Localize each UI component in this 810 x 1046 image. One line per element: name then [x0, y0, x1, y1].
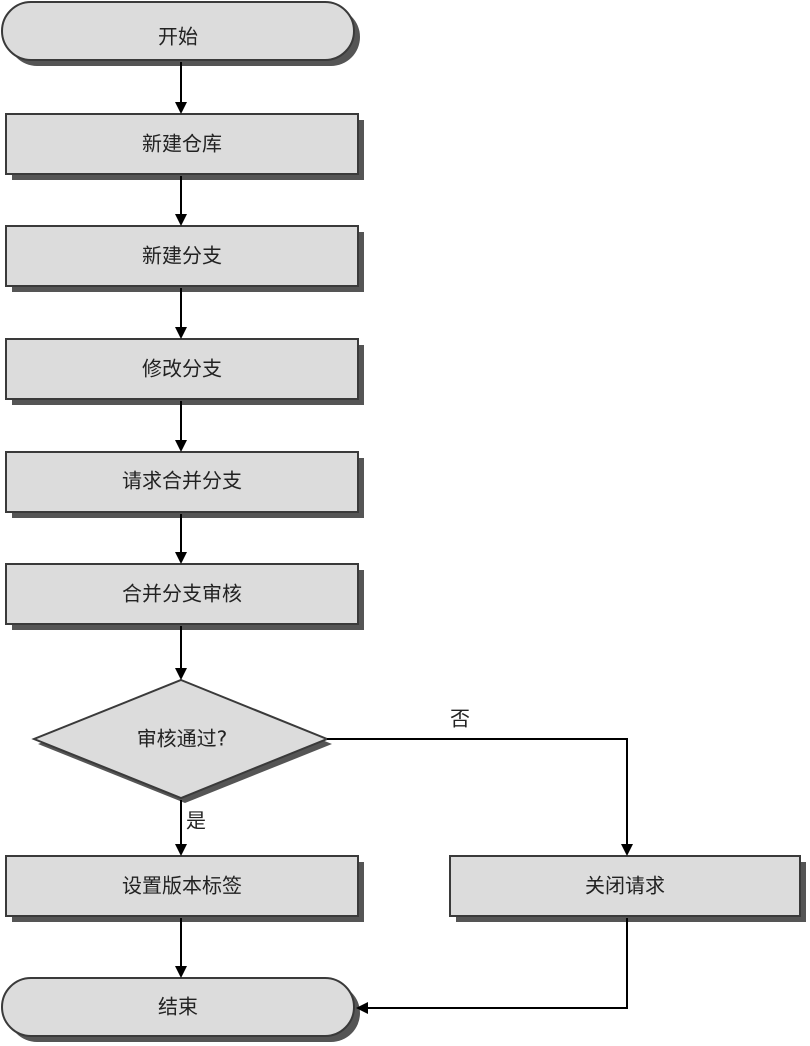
close-request-label: 关闭请求	[585, 874, 665, 898]
set-tag-label: 设置版本标签	[122, 874, 242, 898]
create-repo-label: 新建仓库	[142, 132, 222, 156]
end-label: 结束	[158, 995, 198, 1019]
process-create-branch: 新建分支	[5, 225, 364, 292]
merge-review-label: 合并分支审核	[122, 582, 242, 606]
process-request-merge: 请求合并分支	[5, 451, 364, 518]
process-modify-branch: 修改分支	[5, 338, 364, 405]
end-terminal: 结束	[1, 977, 360, 1042]
edge-label-yes: 是	[186, 809, 206, 833]
start-terminal: 开始	[1, 1, 360, 66]
arrow-close-to-end	[356, 918, 628, 1014]
process-set-tag: 设置版本标签	[5, 855, 364, 922]
review-passed-label: 审核通过?	[137, 727, 228, 751]
create-branch-label: 新建分支	[142, 244, 222, 268]
arrow-decision-no	[327, 738, 633, 856]
start-label: 开始	[158, 25, 198, 49]
decision-review-passed: 审核通过?	[31, 678, 332, 803]
edge-label-no: 否	[450, 707, 470, 731]
process-close-request: 关闭请求	[449, 855, 806, 922]
process-create-repo: 新建仓库	[5, 113, 364, 180]
process-merge-review: 合并分支审核	[5, 563, 364, 630]
connectors	[175, 62, 633, 1014]
request-merge-label: 请求合并分支	[122, 469, 242, 493]
modify-branch-label: 修改分支	[142, 357, 222, 381]
